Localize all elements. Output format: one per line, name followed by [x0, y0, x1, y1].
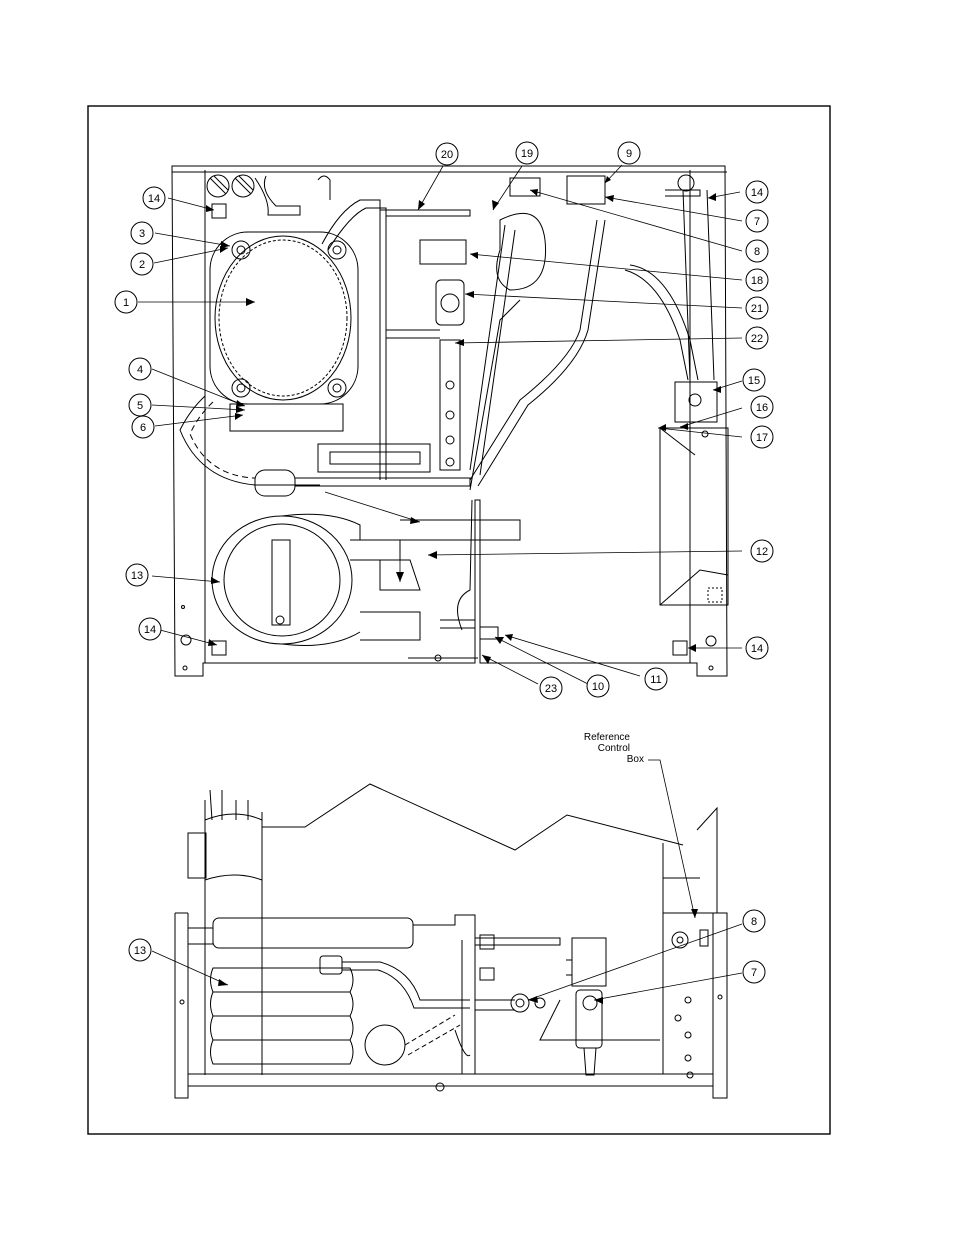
callout-19-label: 19 — [521, 148, 533, 160]
callout-15-label: 15 — [748, 375, 760, 387]
callout-21-label: 21 — [751, 303, 763, 315]
callout-11-label: 11 — [650, 674, 661, 686]
note-line-2: Control — [598, 743, 630, 754]
top-arrowheads — [206, 176, 721, 664]
callout-2-label: 2 — [139, 259, 145, 271]
callout-13-top-label: 13 — [131, 570, 143, 582]
callout-17-label: 17 — [756, 432, 768, 444]
callout-21: 21 — [746, 297, 768, 319]
callout-12: 12 — [751, 540, 773, 562]
callout-13-bottom-label: 13 — [134, 945, 146, 957]
callout-7: 7 — [746, 210, 768, 232]
callout-23: 23 — [540, 677, 562, 699]
callout-4: 4 — [129, 358, 151, 380]
callout-13-top: 13 — [126, 564, 148, 586]
callout-17: 17 — [751, 426, 773, 448]
callout-20: 20 — [436, 143, 458, 165]
callout-18-label: 18 — [751, 275, 763, 287]
note-line-3: Box — [627, 754, 644, 765]
callout-7-bottom: 7 — [743, 961, 765, 983]
callout-9: 9 — [618, 142, 640, 164]
callouts-top: 20 19 9 14 14 7 8 3 2 18 1 21 22 4 5 6 1… — [115, 142, 773, 699]
callout-11: 11 — [645, 668, 667, 690]
callout-7-bottom-label: 7 — [751, 967, 757, 979]
callout-23-label: 23 — [545, 683, 557, 695]
callout-4-label: 4 — [137, 364, 143, 376]
callout-14-bottomleft-label: 14 — [144, 624, 156, 636]
callout-8-bottom: 8 — [743, 910, 765, 932]
callout-14-topright-label: 14 — [751, 187, 763, 199]
callout-20-label: 20 — [441, 149, 453, 161]
callout-5-label: 5 — [137, 400, 143, 412]
callout-14-bottomright: 14 — [746, 637, 768, 659]
callout-5: 5 — [129, 394, 151, 416]
callout-9-label: 9 — [626, 148, 632, 160]
callout-3: 3 — [131, 222, 153, 244]
callout-14-topleft-label: 14 — [148, 193, 160, 205]
callout-16: 16 — [751, 396, 773, 418]
callout-2: 2 — [131, 253, 153, 275]
callout-10-label: 10 — [592, 681, 604, 693]
callout-1: 1 — [115, 291, 137, 313]
bottom-leader-lines — [152, 760, 742, 1000]
callout-22: 22 — [746, 327, 768, 349]
top-view — [172, 166, 728, 676]
callout-3-label: 3 — [139, 228, 145, 240]
callout-19: 19 — [516, 142, 538, 164]
bottom-arrowheads — [218, 909, 698, 1004]
callout-6-label: 6 — [140, 422, 146, 434]
callout-13-bottom: 13 — [129, 939, 151, 961]
callout-6: 6 — [132, 416, 154, 438]
callout-1-label: 1 — [123, 297, 129, 309]
callout-14-bottomright-label: 14 — [751, 643, 763, 655]
callout-18: 18 — [746, 269, 768, 291]
bottom-view — [175, 784, 727, 1098]
callout-10: 10 — [587, 675, 609, 697]
callout-22-label: 22 — [751, 333, 763, 345]
callout-14-topright: 14 — [746, 181, 768, 203]
note-line-1: Reference — [584, 732, 631, 743]
callout-8: 8 — [746, 240, 768, 262]
callout-15: 15 — [743, 369, 765, 391]
callout-14-bottomleft: 14 — [139, 618, 161, 640]
callouts-bottom: 13 8 7 — [129, 910, 765, 983]
callout-8-label: 8 — [754, 246, 760, 258]
callout-16-label: 16 — [756, 402, 768, 414]
callout-8-bottom-label: 8 — [751, 916, 757, 928]
callout-12-label: 12 — [756, 546, 768, 558]
callout-7-label: 7 — [754, 216, 760, 228]
callout-14-topleft: 14 — [143, 187, 165, 209]
reference-control-box-note: Reference Control Box — [584, 732, 644, 765]
